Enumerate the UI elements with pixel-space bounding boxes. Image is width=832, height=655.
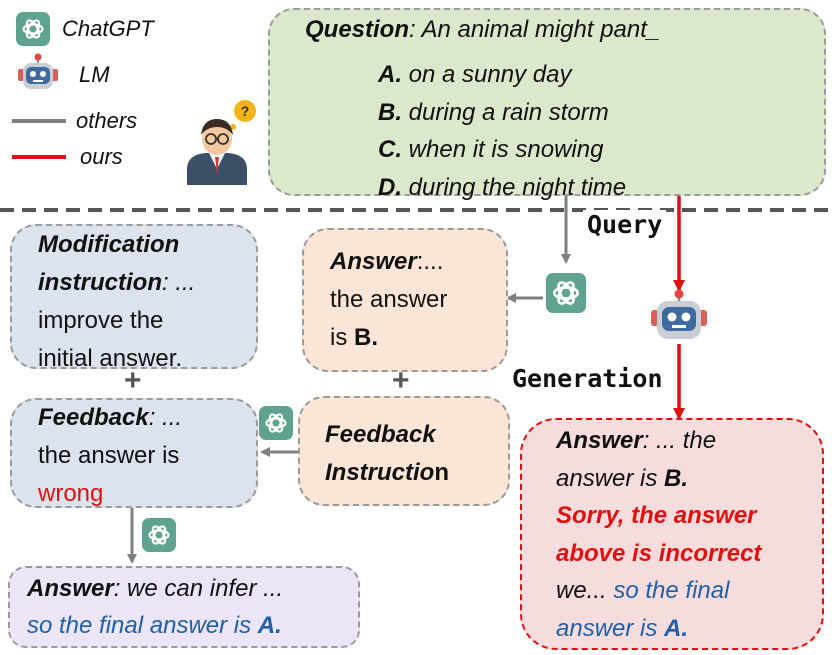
answer-mid-label: Answer <box>330 248 417 275</box>
option-c: C. when it is snowing <box>378 136 604 163</box>
lm-robot-icon <box>651 289 707 339</box>
question-label: Question <box>305 16 410 43</box>
modification-line3: improve the <box>38 307 164 334</box>
refined-answer-label: Answer <box>27 575 114 602</box>
option-b: B. during a rain storm <box>378 98 609 126</box>
ours-answer-value: A. <box>664 614 689 642</box>
option-d: D. during the night time <box>378 173 627 201</box>
feedback-line2: the answer is <box>38 442 180 469</box>
legend-chatgpt-icon <box>16 12 50 46</box>
thinking-person-icon: ? <box>187 100 256 185</box>
modification-instruction-box: Modification instruction: ... improve th… <box>10 224 258 372</box>
plus-sign-left: + <box>124 364 142 397</box>
feedback-box: Feedback: ... the answer is wrong <box>10 398 258 508</box>
answer-mid-value: B. <box>354 324 378 351</box>
answer-chatgpt-box: Answer:... the answer is B. <box>302 228 508 372</box>
chatgpt-icon <box>546 273 586 313</box>
answer-mid-line2: the answer <box>330 286 448 313</box>
legend-robot-icon <box>18 53 58 89</box>
modification-line4: initial answer. <box>38 345 183 372</box>
plus-sign-right: + <box>392 364 410 397</box>
legend-chatgpt-label: ChatGPT <box>62 16 154 41</box>
refined-answer-value: A. <box>257 612 282 639</box>
generation-label: Generation <box>512 364 663 393</box>
modification-label-line2: instruction <box>38 269 162 296</box>
ours-sorry-line: Sorry, the answer <box>556 502 757 529</box>
question-text: : An animal might pant_ <box>409 16 661 43</box>
question-box: Question: An animal might pant_ A. on a … <box>268 8 826 201</box>
feedback-instruction-line1: Feedback <box>325 421 436 448</box>
chatgpt-icon-refine <box>142 518 176 552</box>
legend-ours-label: ours <box>80 144 123 169</box>
feedback-wrong: wrong <box>38 480 104 507</box>
ours-answer-box: Answer: ... the answer is B. Sorry, the … <box>520 418 824 650</box>
modification-label-line1: Modification <box>38 231 180 258</box>
feedback-label: Feedback <box>38 404 149 431</box>
feedback-instruction-line2: Instructio <box>325 459 435 486</box>
question-line: Question: An animal might pant_ <box>305 16 660 44</box>
ours-incorrect-line: above is incorrect <box>556 539 762 567</box>
feedback-instruction-box: Feedback Instruction <box>298 396 510 506</box>
legend-others-label: others <box>76 108 138 133</box>
question-options: A. on a sunny day B. during a rain storm… <box>378 56 626 206</box>
option-a: A. on a sunny day <box>378 61 572 88</box>
legend-lm-label: LM <box>79 62 110 87</box>
query-label: Query <box>583 210 667 239</box>
ours-answer-label: Answer <box>556 427 643 454</box>
chatgpt-icon-feedback <box>259 406 293 440</box>
refined-answer-box: Answer: we can infer ... so the final an… <box>8 566 360 648</box>
svg-text:?: ? <box>241 103 250 119</box>
